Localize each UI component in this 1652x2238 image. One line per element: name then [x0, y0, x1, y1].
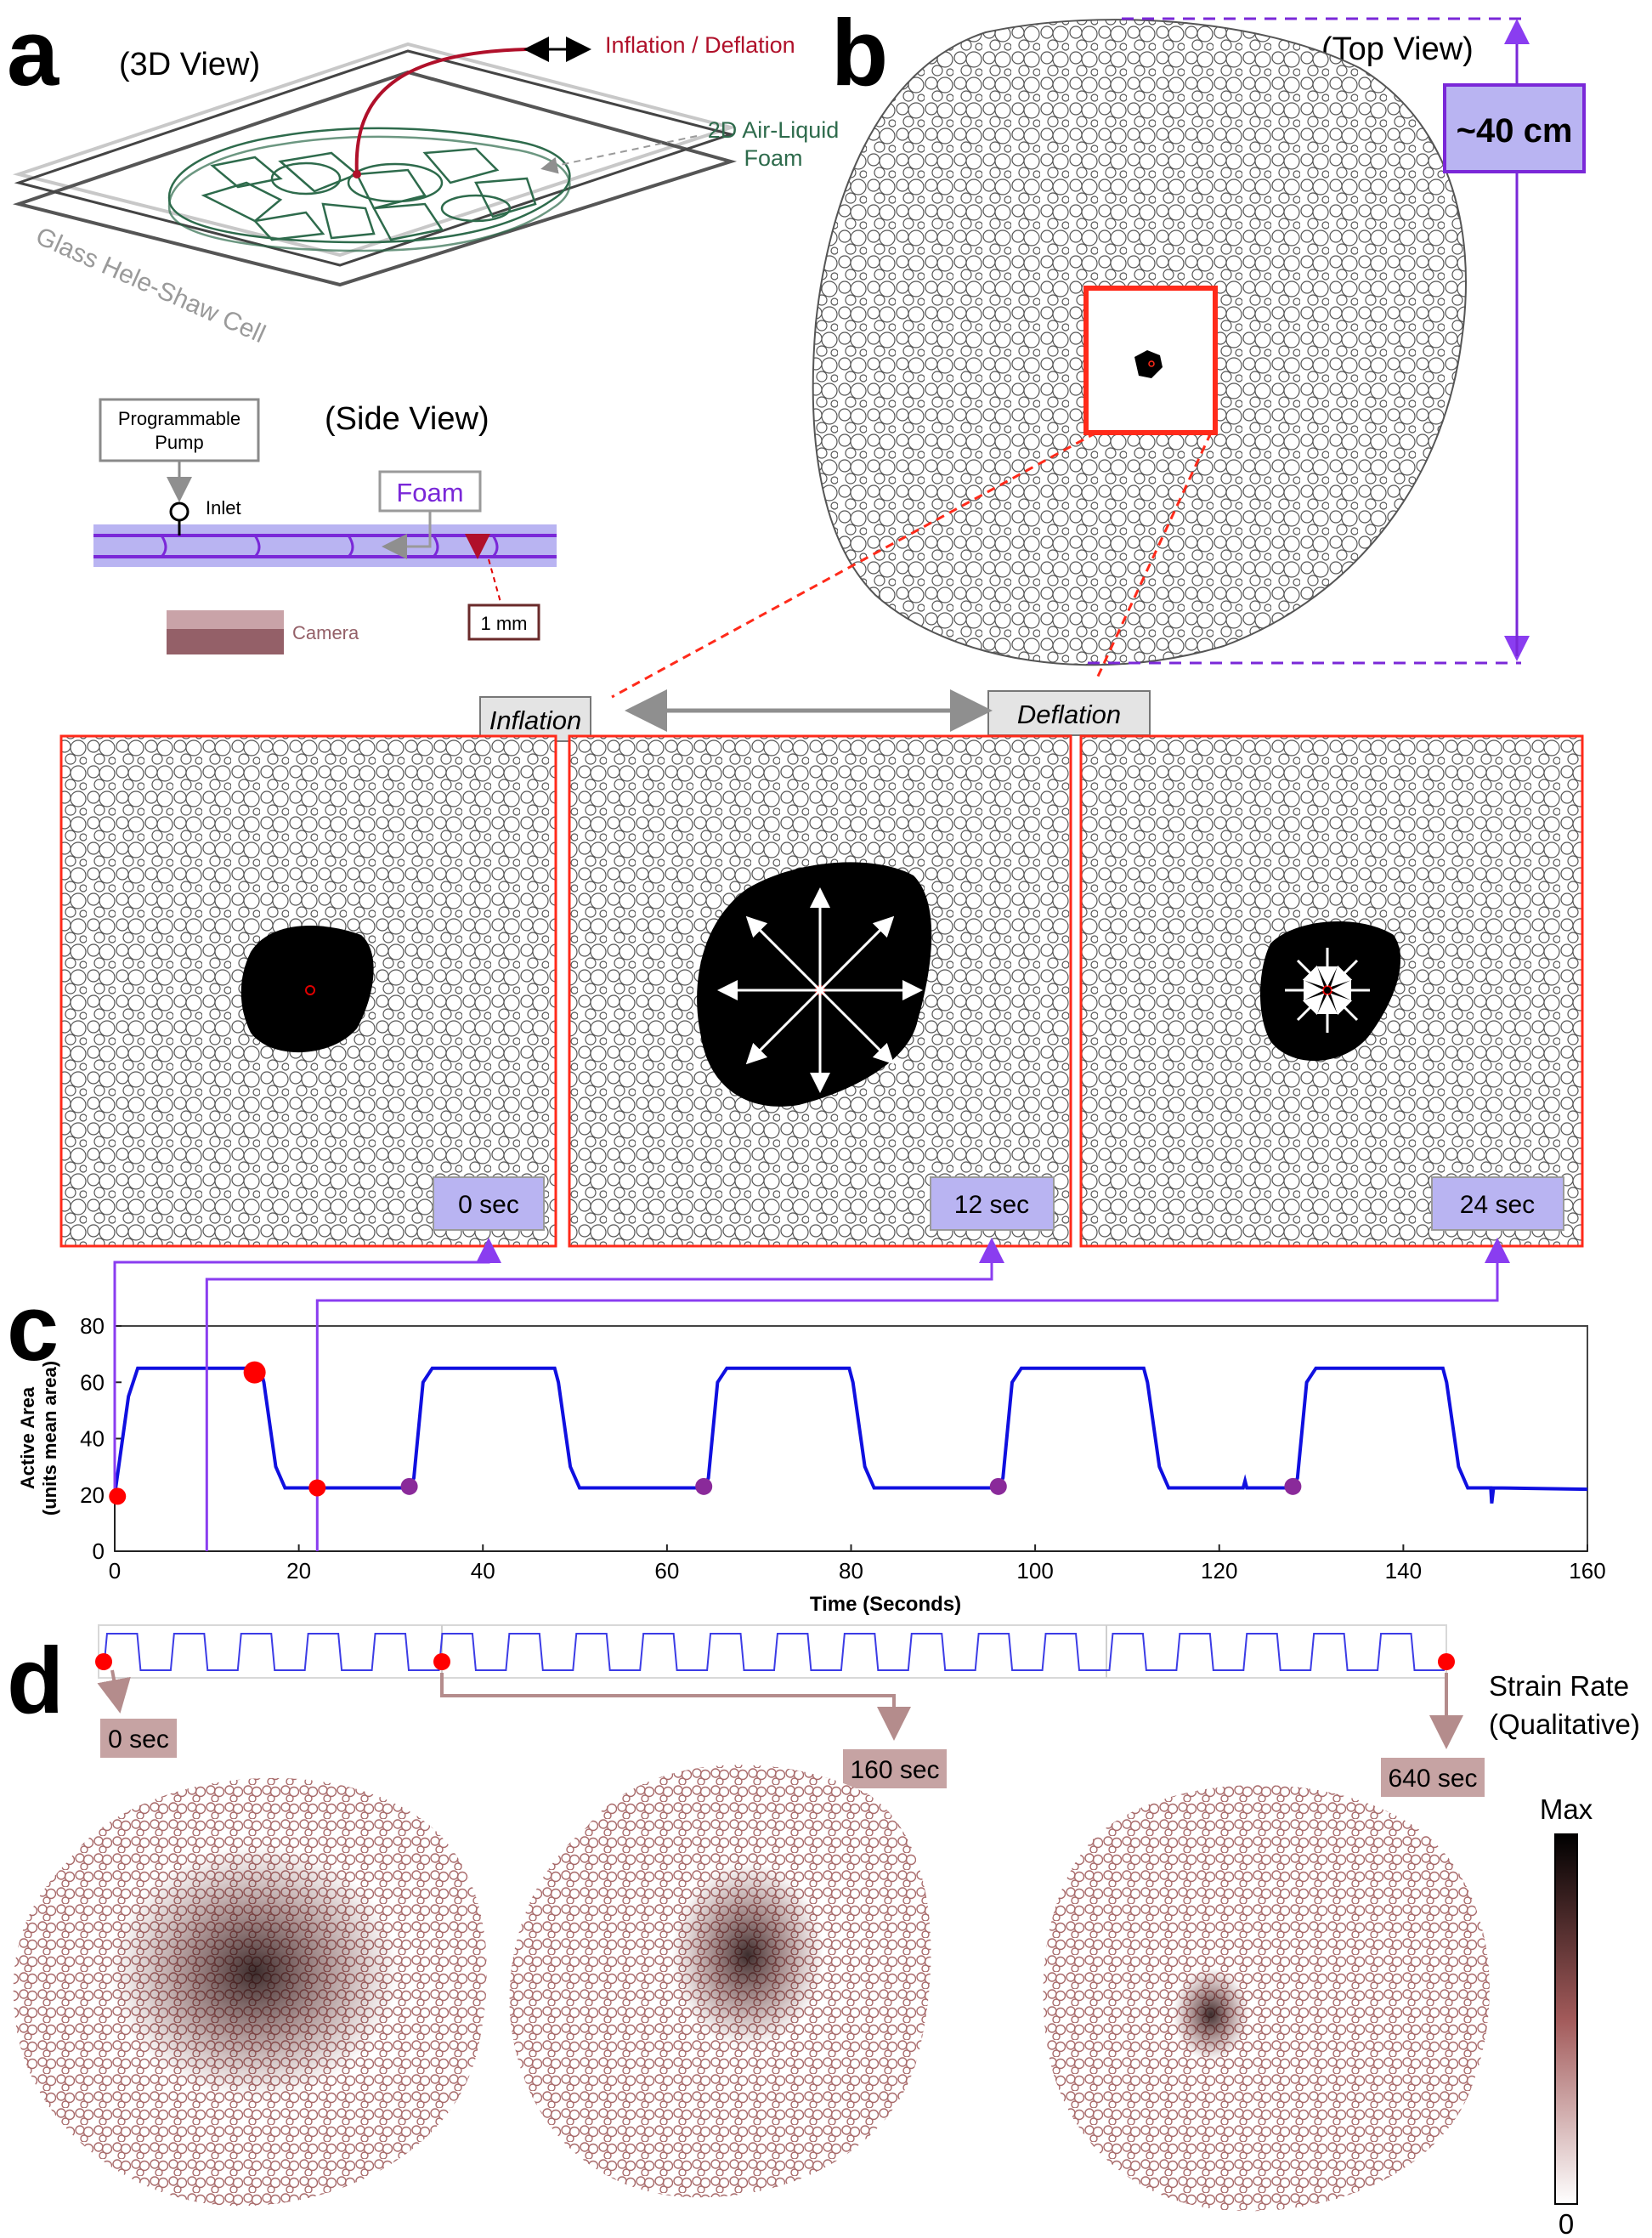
bubble-24s — [1259, 921, 1401, 1062]
label-box-d-640 — [1381, 1758, 1485, 1797]
y-tick-label: 40 — [80, 1426, 105, 1452]
camera-icon — [167, 629, 284, 654]
x-tick-label: 140 — [1385, 1558, 1422, 1584]
y-tick-label: 80 — [80, 1313, 105, 1339]
inlet-icon — [169, 501, 190, 522]
foam-2d-label-1: 2D Air-Liquid — [708, 117, 840, 143]
label-box-12s — [930, 1176, 1055, 1231]
foam-2d-label-2: Foam — [744, 145, 802, 171]
panel-d: d 0 sec 160 sec 640 sec Strain Rate (Qua… — [7, 1624, 1640, 2238]
deflation-box — [987, 690, 1151, 736]
size-label: ~40 cm — [1457, 112, 1573, 150]
panel-b: b (Top View) ~40 cm — [611, 1, 1586, 699]
size-box — [1443, 83, 1586, 173]
x-tick-label: 20 — [286, 1558, 311, 1584]
connector-0s — [113, 1238, 501, 1499]
x-tick-label: 100 — [1016, 1558, 1053, 1584]
mini-marker-mid — [433, 1653, 450, 1670]
cell-side-view — [93, 524, 557, 567]
chart-marker — [1284, 1477, 1302, 1495]
glass-plate-bottom — [12, 70, 738, 287]
inflation-box — [479, 696, 591, 742]
label-box-0s — [433, 1176, 545, 1231]
x-tick-label: 80 — [839, 1558, 863, 1584]
x-axis-label: Time (Seconds) — [810, 1593, 961, 1616]
foam-3d-cluster — [167, 127, 571, 252]
y-tick-label: 60 — [80, 1369, 105, 1395]
label-box-d-160 — [843, 1749, 947, 1788]
connector-12s — [205, 1238, 1004, 1551]
time-label-24s: 24 sec — [1460, 1191, 1535, 1219]
time-label-d-640: 640 sec — [1388, 1765, 1477, 1793]
x-tick-label: 160 — [1569, 1558, 1605, 1584]
label-box-d-0 — [100, 1719, 177, 1758]
pump-label-1: Programmable — [118, 408, 240, 429]
panel-label-c: c — [7, 1276, 59, 1380]
y-axis-label: Active Area — [17, 1386, 38, 1489]
chart-marker — [308, 1479, 326, 1497]
legend-title-2: (Qualitative) — [1489, 1708, 1640, 1740]
panel-label-b: b — [831, 1, 888, 105]
foam-box — [378, 470, 482, 513]
inflation-deflation-label: Inflation / Deflation — [605, 32, 795, 58]
mini-trace — [103, 1633, 1445, 1671]
chart-marker — [695, 1477, 713, 1495]
scale-box — [467, 603, 540, 641]
pump-box — [99, 398, 260, 462]
y-axis-label-2: (units mean area) — [39, 1361, 60, 1516]
label-box-24s — [1431, 1176, 1564, 1231]
inflation-label: Inflation — [489, 705, 582, 735]
pump-label-2: Pump — [155, 432, 203, 453]
chart-marker — [989, 1477, 1007, 1495]
deflation-label: Deflation — [1017, 700, 1121, 729]
chart-connectors — [113, 1238, 1510, 1551]
bubble-0s — [240, 925, 374, 1053]
chart-ticks: 0 20 40 60 80 100 120 140 160 0 20 40 60 80 — [80, 1313, 1606, 1584]
legend-title-1: Strain Rate — [1489, 1670, 1629, 1702]
strain-map-640s — [1043, 1785, 1490, 2212]
inlet-label: Inlet — [206, 497, 241, 518]
colorbar — [1554, 1833, 1578, 2205]
camera-top — [167, 610, 284, 629]
connector-24s — [315, 1238, 1510, 1551]
time-label-0s: 0 sec — [458, 1191, 519, 1219]
camera-label: Camera — [292, 622, 359, 643]
y-tick-label: 0 — [93, 1538, 105, 1564]
time-label-d-0: 0 sec — [108, 1725, 169, 1754]
chart-marker — [243, 1361, 266, 1384]
colorbar-max-label: Max — [1540, 1793, 1593, 1825]
panel-label-d: d — [7, 1629, 64, 1733]
panel-label-a: a — [7, 1, 59, 105]
time-label-12s: 12 sec — [954, 1191, 1029, 1219]
x-tick-label: 60 — [654, 1558, 679, 1584]
chart-marker — [109, 1487, 127, 1505]
chart-marker — [400, 1477, 418, 1495]
plot-area — [114, 1325, 1588, 1552]
chart-axes — [114, 1325, 1588, 1552]
panel-c: c 0 20 40 60 80 100 120 140 160 0 20 40 60 80 Time (S… — [7, 1238, 1606, 1616]
chart-markers — [109, 1361, 1302, 1505]
x-tick-label: 40 — [471, 1558, 495, 1584]
mini-marker-start — [95, 1653, 112, 1670]
inflation-tube — [354, 48, 528, 175]
view-3d-label: (3D View) — [119, 47, 260, 82]
x-tick-label: 120 — [1201, 1558, 1237, 1584]
scale-label: 1 mm — [481, 613, 528, 634]
mini-marker-end — [1438, 1653, 1455, 1670]
colorbar-min-label: 0 — [1559, 2208, 1574, 2238]
y-tick-label: 20 — [80, 1482, 105, 1508]
panel-a: a (3D View) Inflation / Deflation — [7, 1, 839, 654]
micrograph-strip: Inflation Deflation 0 sec 12 sec — [59, 689, 1584, 1248]
x-tick-label: 0 — [109, 1558, 121, 1584]
time-label-d-160: 160 sec — [850, 1756, 939, 1784]
side-view-label: (Side View) — [325, 401, 489, 437]
foam-label: Foam — [396, 478, 463, 507]
glass-plate-top — [12, 42, 738, 258]
